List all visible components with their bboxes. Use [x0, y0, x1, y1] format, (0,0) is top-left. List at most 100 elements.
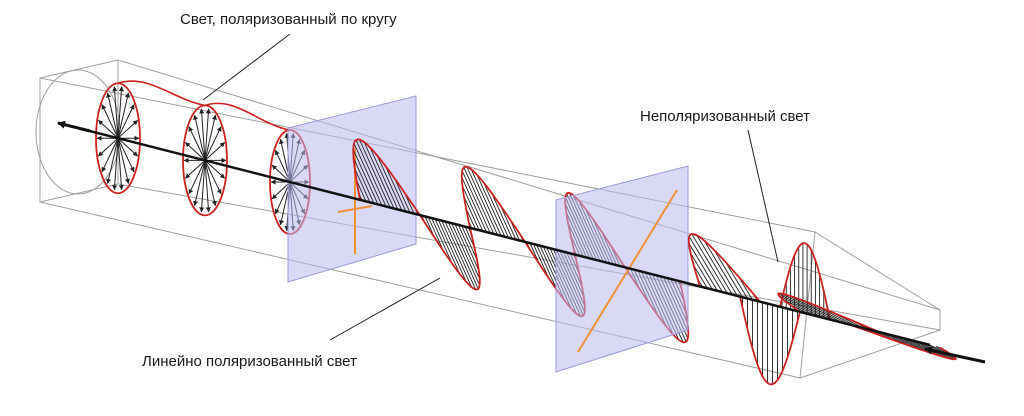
circular-vector	[204, 160, 222, 195]
linear-vector	[352, 149, 379, 205]
helix-segment	[117, 80, 206, 107]
circular-vector	[204, 160, 211, 213]
unpolarized-vector	[778, 293, 831, 320]
linear-vector	[437, 219, 467, 283]
unpolarized-vector	[798, 298, 851, 326]
unpolarized-vector	[696, 234, 733, 295]
box-upper-edge	[39, 77, 816, 233]
linear-vector	[434, 218, 461, 275]
label-unpolarized: Неполяризованный свет	[640, 108, 810, 125]
linear-vector	[463, 196, 480, 231]
circular-vector	[112, 138, 119, 191]
linear-vector	[476, 174, 506, 237]
unpolarized-vector	[688, 243, 718, 292]
linear-vector	[431, 217, 453, 264]
circular-vector	[204, 114, 217, 161]
circular-vector	[97, 119, 119, 139]
polarizer-plate-2	[555, 165, 689, 373]
linear-lobe	[419, 214, 481, 291]
circular-vector	[117, 138, 130, 184]
unpolarized-vector	[725, 261, 748, 299]
beam-axis-line	[69, 124, 931, 347]
outgoing-beam-arrow	[57, 120, 91, 133]
linear-vector	[447, 222, 479, 290]
transmission-axis-1-horizontal	[337, 205, 373, 213]
linear-vector	[470, 169, 502, 236]
leader-line-unpolarized	[747, 129, 779, 263]
unpolarized-vector	[703, 240, 738, 297]
linear-vector	[353, 157, 375, 204]
linear-vector	[536, 244, 558, 291]
circular-vector	[112, 86, 119, 139]
circular-vector	[117, 138, 135, 173]
linear-vector	[376, 155, 403, 211]
circular-vector	[204, 108, 211, 161]
linear-vector	[457, 224, 480, 271]
linear-vector	[461, 170, 491, 234]
unpolarized-lobe-a	[687, 232, 761, 303]
helix-segment	[204, 102, 291, 131]
linear-vector	[444, 221, 477, 290]
circular-vector	[184, 142, 206, 161]
circular-vector	[184, 160, 206, 179]
unpolarized-vector	[693, 265, 708, 289]
linear-vector	[500, 205, 517, 240]
propagation-axis	[57, 120, 986, 364]
circular-vector	[193, 114, 206, 161]
linear-vector	[461, 225, 478, 260]
transmission-axis-2	[577, 189, 678, 353]
box-lower-edge	[39, 201, 801, 379]
linear-vector	[491, 192, 513, 239]
circular-vector	[117, 138, 124, 191]
circular-vector	[117, 137, 139, 157]
unpolarized-vector	[691, 233, 728, 294]
circular-vector	[101, 138, 119, 173]
circular-vector	[188, 126, 206, 161]
circular-vector	[97, 137, 119, 157]
circular-vector	[117, 104, 135, 139]
box-right-face	[799, 231, 941, 379]
unpolarized-lobe-c	[779, 242, 831, 320]
circular-ring-2	[182, 104, 228, 217]
circular-vector	[117, 92, 130, 139]
linear-vector	[461, 176, 487, 233]
circular-vector	[204, 142, 226, 161]
circular-cross-section	[35, 69, 121, 195]
linear-vector	[483, 182, 509, 238]
leader-line-linear	[329, 277, 441, 341]
light-channel-box	[35, 59, 941, 379]
linear-vector	[466, 166, 498, 236]
linear-lobe	[460, 165, 526, 243]
linear-lobe	[352, 138, 421, 216]
circular-vector	[101, 104, 119, 139]
unpolarized-vector	[787, 294, 844, 324]
label-circular-polarized: Свет, поляризованный по кругу	[180, 11, 397, 28]
linear-vector	[363, 141, 395, 209]
polarizer-filter-2	[555, 165, 689, 373]
unpolarized-lobe-b	[739, 296, 801, 386]
circular-vector	[271, 164, 291, 183]
linear-vector	[355, 139, 387, 207]
linear-vector	[454, 223, 481, 280]
circular-vector	[204, 160, 217, 207]
unpolarized-vector	[778, 295, 824, 319]
linear-vector	[532, 243, 550, 279]
linear-vector	[358, 139, 391, 208]
linear-vector	[427, 217, 445, 252]
linear-vector	[369, 147, 399, 210]
unpolarized-lobe-d	[777, 292, 881, 334]
unpolarized-vector	[782, 298, 817, 317]
linear-vector	[385, 165, 407, 212]
box-top-edge	[117, 59, 941, 311]
linear-vector	[451, 223, 481, 286]
circular-vector	[106, 92, 119, 139]
polarizer-plate-1	[287, 95, 417, 283]
unpolarized-vector	[713, 249, 743, 298]
linear-vector	[441, 220, 473, 288]
linear-vector	[461, 185, 484, 232]
leader-lines	[202, 33, 779, 341]
linear-vector	[353, 143, 383, 206]
circular-vector	[271, 181, 291, 200]
linear-vector	[394, 178, 411, 213]
